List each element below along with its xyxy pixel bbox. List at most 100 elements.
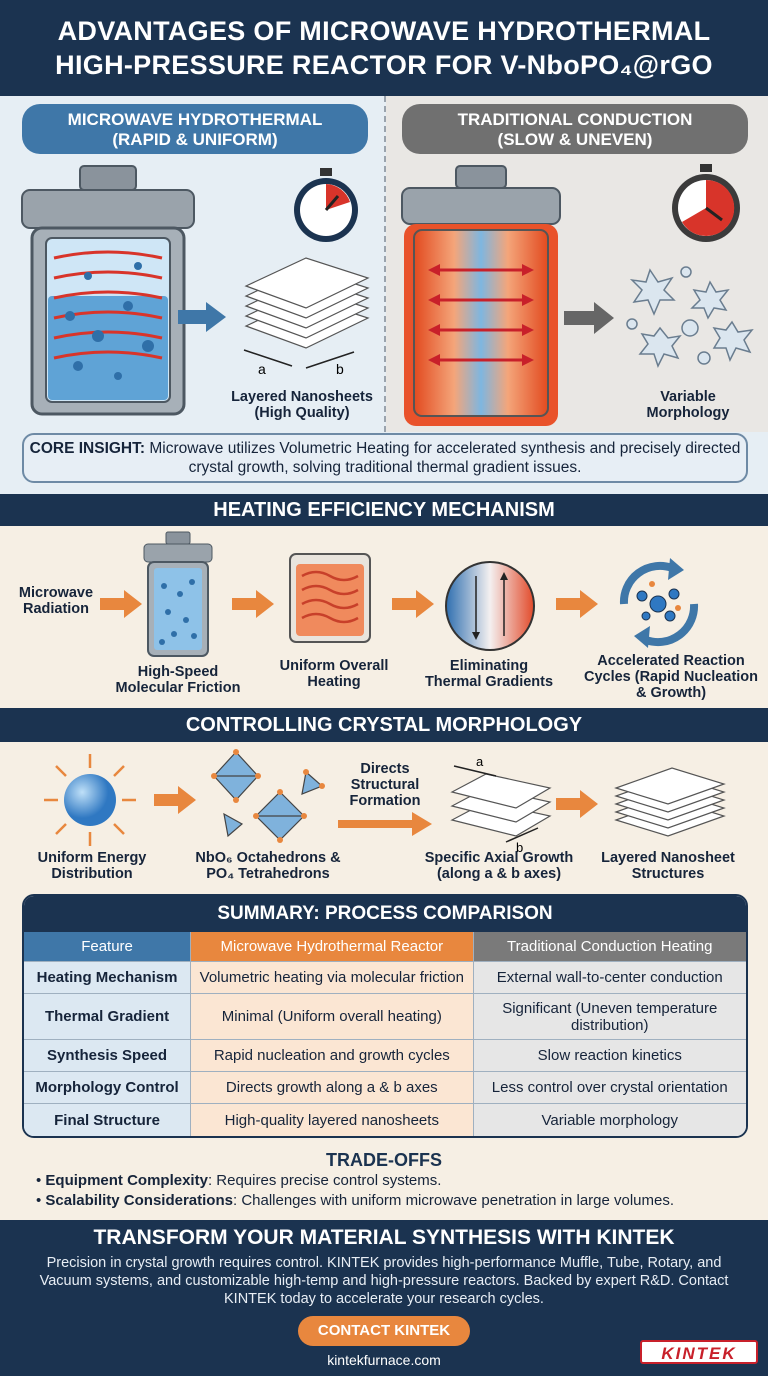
mechanism-section bbox=[0, 528, 768, 708]
microwave-radiation-label: Microwave Radiation bbox=[6, 585, 106, 617]
table-cell: Synthesis Speed bbox=[24, 1040, 192, 1072]
axial-line-1: Specific Axial Growth bbox=[424, 850, 574, 866]
table-row: Synthesis Speed Rapid nucleation and gro… bbox=[24, 1040, 746, 1072]
arrow-right-icon bbox=[178, 302, 226, 332]
friction-line-1: High-Speed bbox=[137, 664, 219, 680]
table-cell: Thermal Gradient bbox=[24, 994, 192, 1040]
table-row: Final Structure High-quality layered nan… bbox=[24, 1104, 746, 1136]
tradeoff-label: Equipment Complexity bbox=[45, 1172, 208, 1189]
radiation-line-1: Microwave bbox=[18, 585, 94, 601]
title-line-2: HIGH-PRESSURE REACTOR FOR V-NboPO₄@rGO bbox=[55, 50, 713, 80]
step-octahedron-label: NbO₆ Octahedrons & PO₄ Tetrahedrons bbox=[180, 850, 356, 882]
traditional-label-line-2: (SLOW & UNEVEN) bbox=[497, 130, 653, 149]
morphology-heading: CONTROLLING CRYSTAL MORPHOLOGY bbox=[0, 708, 768, 742]
axis-a-label: a bbox=[258, 361, 266, 377]
right-caption-line-1: Variable bbox=[660, 389, 716, 405]
directs-line-3: Formation bbox=[349, 793, 421, 809]
right-caption-line-2: Morphology bbox=[646, 405, 730, 421]
left-caption-line-1: Layered Nanosheets bbox=[231, 389, 373, 405]
table-row: Morphology Control Directs growth along … bbox=[24, 1072, 746, 1104]
summary-table: SUMMARY: PROCESS COMPARISON Feature Micr… bbox=[22, 894, 748, 1138]
microwave-label: MICROWAVE HYDROTHERMAL (RAPID & UNIFORM) bbox=[22, 104, 368, 154]
microwave-label-line-2: (RAPID & UNIFORM) bbox=[112, 130, 278, 149]
header-feature: Feature bbox=[24, 932, 192, 962]
core-insight-label: CORE INSIGHT: bbox=[29, 440, 146, 457]
octa-line-1: NbO₆ Octahedrons & bbox=[195, 850, 341, 866]
gradient-line-2: Thermal Gradients bbox=[424, 674, 554, 690]
nanosheet-line-2: Structures bbox=[631, 866, 705, 882]
variable-morphology-icon bbox=[626, 266, 754, 368]
layered-nanosheets-caption: Layered Nanosheets (High Quality) bbox=[224, 389, 380, 421]
radiation-line-2: Radiation bbox=[22, 601, 90, 617]
table-cell: External wall-to-center conduction bbox=[473, 962, 746, 994]
gradient-line-1: Eliminating bbox=[449, 658, 529, 674]
table-cell: Volumetric heating via molecular frictio… bbox=[191, 962, 474, 994]
tradeoff-label: Scalability Considerations bbox=[45, 1192, 233, 1209]
step-axial-label: Specific Axial Growth (along a & b axes) bbox=[414, 850, 584, 882]
core-insight-text: Microwave utilizes Volumetric Heating fo… bbox=[145, 440, 741, 476]
title-line-1: ADVANTAGES OF MICROWAVE HYDROTHERMAL bbox=[57, 16, 711, 46]
header-traditional: Traditional Conduction Heating bbox=[473, 932, 746, 962]
arrow-right-long-icon bbox=[338, 812, 432, 836]
table-header-row: Feature Microwave Hydrothermal Reactor T… bbox=[24, 932, 746, 962]
arrow-right-orange-icon bbox=[556, 590, 598, 618]
directs-line-2: Structural bbox=[350, 777, 420, 793]
axial-growth-icon: a b bbox=[450, 754, 552, 855]
arrow-right-gray-icon bbox=[564, 302, 614, 334]
friction-line-2: Molecular Friction bbox=[115, 680, 241, 696]
mechanism-heading: HEATING EFFICIENCY MECHANISM bbox=[0, 494, 768, 526]
axial-line-2: (along a & b axes) bbox=[436, 866, 562, 882]
energy-line-2: Distribution bbox=[51, 866, 133, 882]
contact-button[interactable]: CONTACT KINTEK bbox=[298, 1316, 470, 1346]
nanosheet-stack-icon bbox=[614, 767, 726, 837]
table-cell: Slow reaction kinetics bbox=[473, 1040, 746, 1072]
website-link[interactable]: kintekfurnace.com bbox=[327, 1352, 441, 1368]
kintek-logo: KINTEK bbox=[640, 1340, 758, 1364]
arrow-right-orange-icon bbox=[154, 786, 196, 814]
variable-morphology-caption: Variable Morphology bbox=[628, 389, 748, 421]
accelerated-line-1: Accelerated Reaction bbox=[597, 653, 745, 669]
table-cell: Significant (Uneven temperature distribu… bbox=[473, 994, 746, 1040]
summary-heading: SUMMARY: PROCESS COMPARISON bbox=[24, 896, 746, 932]
arrow-right-orange-icon bbox=[232, 590, 274, 618]
page-title: ADVANTAGES OF MICROWAVE HYDROTHERMAL HIG… bbox=[0, 0, 768, 96]
uniform-line-2: Heating bbox=[307, 674, 361, 690]
accelerated-line-3: & Growth) bbox=[635, 685, 707, 701]
table-row: Heating Mechanism Volumetric heating via… bbox=[24, 962, 746, 994]
footer-body: Precision in crystal growth requires con… bbox=[39, 1255, 729, 1307]
energy-sphere-icon bbox=[44, 754, 136, 846]
step-friction-label: High-Speed Molecular Friction bbox=[104, 664, 252, 696]
table-cell: Less control over crystal orientation bbox=[473, 1072, 746, 1104]
traditional-label: TRADITIONAL CONDUCTION (SLOW & UNEVEN) bbox=[402, 104, 748, 154]
growth-axis-b: b bbox=[516, 840, 523, 855]
nanosheet-line-1: Layered Nanosheet bbox=[601, 850, 735, 866]
bullet-icon: • bbox=[36, 1172, 46, 1189]
table-cell: Rapid nucleation and growth cycles bbox=[191, 1040, 474, 1072]
octa-line-2: PO₄ Tetrahedrons bbox=[206, 866, 330, 882]
arrow-right-orange-icon bbox=[392, 590, 434, 618]
directs-formation-label: Directs Structural Formation bbox=[340, 761, 430, 809]
bullet-icon: • bbox=[36, 1192, 46, 1209]
step-nanosheet-label: Layered Nanosheet Structures bbox=[590, 850, 746, 882]
tradeoff-text: : Requires precise control systems. bbox=[207, 1172, 442, 1189]
reaction-cycle-icon bbox=[619, 558, 699, 648]
traditional-reactor-icon bbox=[401, 165, 561, 426]
stopwatch-slow-icon bbox=[672, 164, 740, 242]
table-cell: Heating Mechanism bbox=[24, 962, 192, 994]
step-gradients-label: Eliminating Thermal Gradients bbox=[414, 658, 564, 690]
growth-axis-a: a bbox=[476, 754, 484, 769]
friction-beaker-icon bbox=[143, 531, 213, 657]
header-microwave: Microwave Hydrothermal Reactor bbox=[191, 932, 474, 962]
table-cell: Morphology Control bbox=[24, 1072, 192, 1104]
table-cell: High-quality layered nanosheets bbox=[191, 1104, 474, 1136]
table-cell: Directs growth along a & b axes bbox=[191, 1072, 474, 1104]
footer-heading: TRANSFORM YOUR MATERIAL SYNTHESIS WITH K… bbox=[93, 1226, 675, 1249]
layered-nanosheets-icon: a b bbox=[243, 257, 370, 377]
tradeoff-item: • Equipment Complexity: Requires precise… bbox=[36, 1172, 441, 1190]
table-cell: Minimal (Uniform overall heating) bbox=[191, 994, 474, 1040]
axis-b-label: b bbox=[336, 361, 344, 377]
traditional-label-line-1: TRADITIONAL CONDUCTION bbox=[457, 110, 693, 129]
table-cell: Variable morphology bbox=[473, 1104, 746, 1136]
core-insight-box: CORE INSIGHT: Microwave utilizes Volumet… bbox=[22, 433, 748, 483]
left-caption-line-2: (High Quality) bbox=[254, 405, 350, 421]
